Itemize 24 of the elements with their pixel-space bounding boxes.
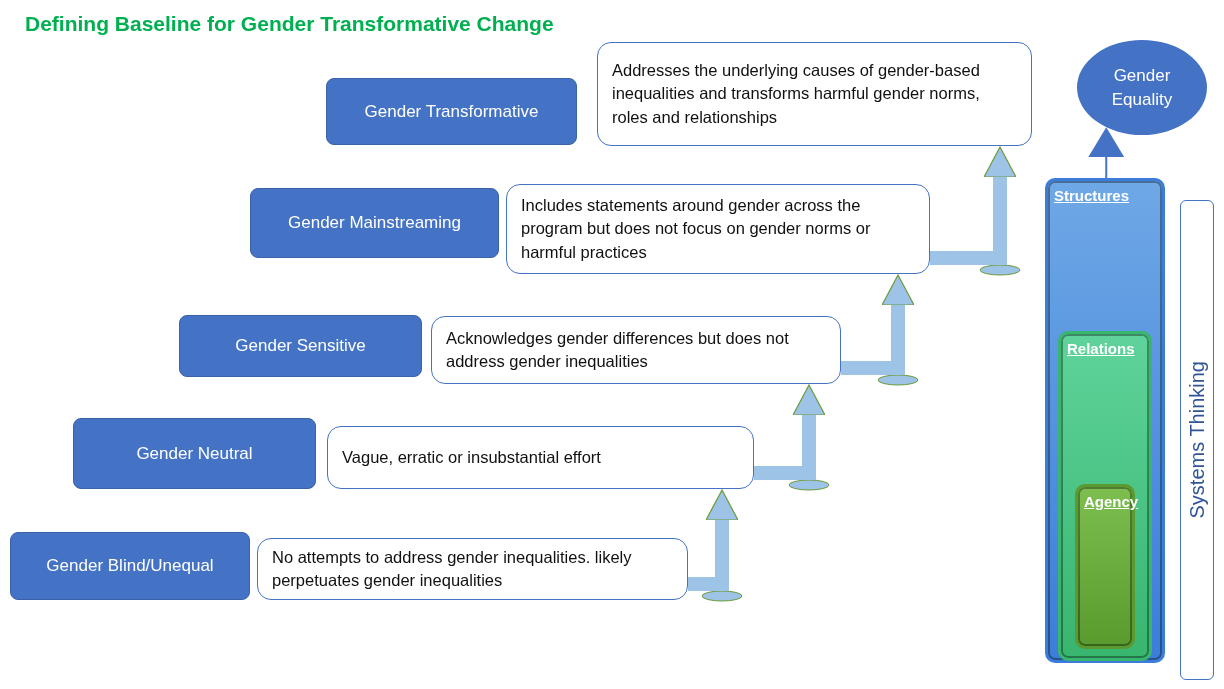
description-box: Vague, erratic or insubstantial effort bbox=[327, 426, 754, 489]
label-band bbox=[1180, 200, 1214, 680]
level-box: Gender Mainstreaming bbox=[250, 188, 499, 258]
arrow bbox=[1088, 126, 1125, 179]
nested-panel bbox=[1045, 178, 1165, 663]
panel-heading: Agency bbox=[1084, 493, 1139, 510]
description-box: Includes statements around gender across the program but does not focus on gender norms or harmful practices bbox=[506, 184, 930, 274]
arrow bbox=[754, 384, 830, 491]
band-label: Systems Thinking bbox=[1185, 361, 1209, 519]
panel-heading: Relations bbox=[1067, 340, 1135, 357]
description-box: Addresses the underlying causes of gender-based inequalities and transforms harmful gender norms, roles and relationships bbox=[597, 42, 1032, 146]
description-box: No attempts to address gender inequalities. likely perpetuates gender inequalities bbox=[257, 538, 688, 600]
arrow bbox=[930, 146, 1021, 276]
arrow bbox=[688, 489, 743, 602]
level-box: Gender Blind/Unequal bbox=[10, 532, 250, 600]
level-box: Gender Neutral bbox=[73, 418, 316, 489]
nested-panel bbox=[1058, 331, 1152, 661]
level-box: Gender Sensitive bbox=[179, 315, 422, 377]
panel-heading: Structures bbox=[1054, 187, 1130, 204]
description-box: Acknowledges gender differences but does not address gender inequalities bbox=[431, 316, 841, 384]
goal-ellipse: Gender Equality bbox=[1077, 40, 1207, 135]
diagram-title: Defining Baseline for Gender Transformative Change bbox=[25, 12, 554, 36]
level-box: Gender Transformative bbox=[326, 78, 577, 145]
arrow bbox=[841, 274, 919, 386]
